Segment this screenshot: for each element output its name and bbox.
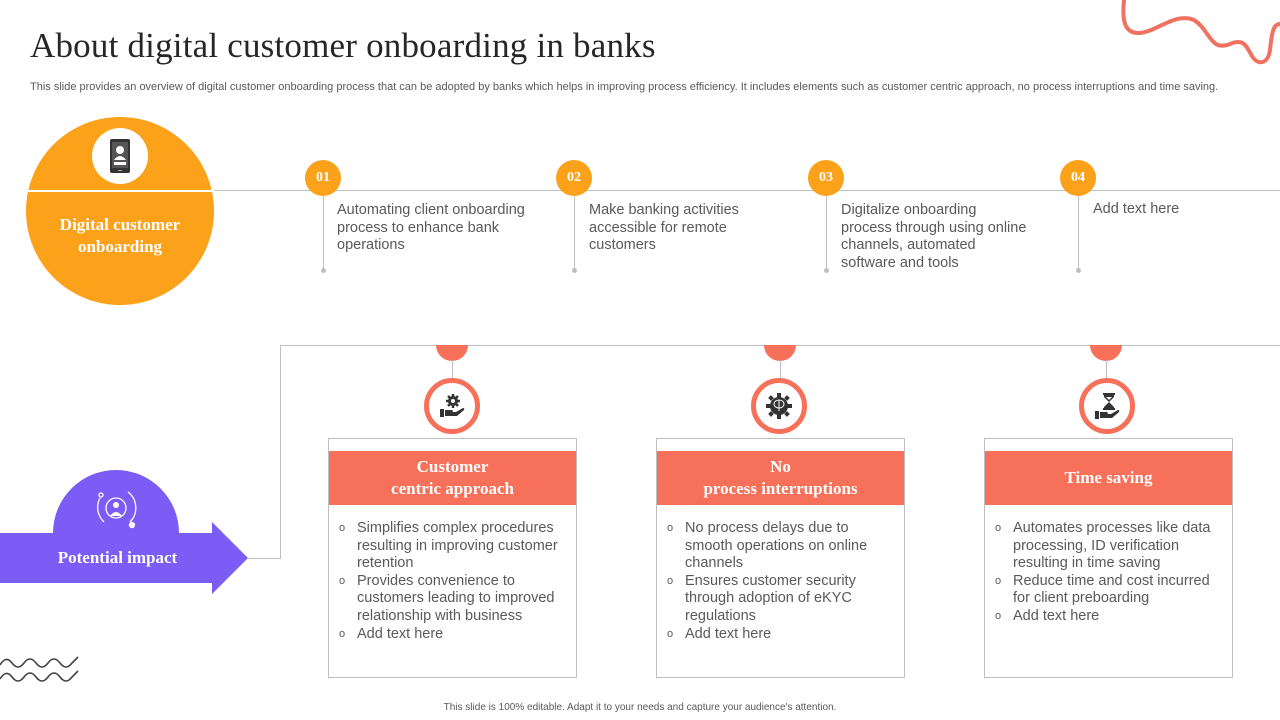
step-end-dot xyxy=(321,268,326,273)
card-header: Time saving xyxy=(985,451,1232,505)
step-end-dot xyxy=(572,268,577,273)
card-node-connector xyxy=(1106,360,1107,380)
card-icon-ring xyxy=(751,378,807,434)
card-bullet: Simplifies complex procedures resulting … xyxy=(339,520,571,573)
hand-gear-icon xyxy=(440,394,465,417)
step-connector xyxy=(323,196,324,270)
card-bullet: Provides convenience to customers leadin… xyxy=(339,573,571,626)
hub-label: Digital customer onboarding xyxy=(59,215,181,256)
timeline-line xyxy=(214,190,1280,191)
card-bullet: Automates processes like data processing… xyxy=(995,520,1227,573)
step-end-dot xyxy=(824,268,829,273)
card-bullet-list: Simplifies complex procedures resulting … xyxy=(339,520,571,643)
card-icon-ring xyxy=(1079,378,1135,434)
step-badge-02: 02 xyxy=(556,160,592,196)
card-bullet-list: Automates processes like data processing… xyxy=(995,520,1227,626)
decorative-wave-icon xyxy=(0,656,79,682)
hub-icon-holder xyxy=(92,128,148,184)
step-text-02: Make banking activities accessible for r… xyxy=(589,202,739,254)
card-bullet: Add text here xyxy=(339,626,571,644)
potential-impact-label: Potential impact xyxy=(57,548,178,567)
decorative-squiggle-icon xyxy=(1121,0,1280,65)
card-icon-ring xyxy=(424,378,480,434)
card-bullet: Ensures customer security through adopti… xyxy=(667,573,899,626)
step-connector xyxy=(1078,196,1079,270)
card-no-interruptions: No process interruptions No process delay… xyxy=(656,438,905,678)
step-badge-01: 01 xyxy=(305,160,341,196)
person-cycle-icon xyxy=(97,491,137,529)
card-time-saving: Time saving Automates processes like dat… xyxy=(984,438,1233,678)
card-node-dot xyxy=(1090,345,1122,361)
card-bullet-list: No process delays due to smooth operatio… xyxy=(667,520,899,643)
step-connector xyxy=(574,196,575,270)
step-text-03: Digitalize onboarding process through us… xyxy=(841,202,1027,272)
card-header: Customer centric approach xyxy=(329,451,576,505)
card-node-connector xyxy=(452,360,453,380)
impact-connector xyxy=(248,558,280,559)
card-title-line1: Customer xyxy=(416,457,489,476)
card-title-line1: No xyxy=(770,457,791,476)
slide-title: About digital customer onboarding in ban… xyxy=(30,26,656,65)
step-text-01: Automating client onboarding process to … xyxy=(337,202,525,254)
card-title-line2: centric approach xyxy=(391,479,514,498)
card-bullet: Add text here xyxy=(667,626,899,644)
impact-connector-vertical xyxy=(280,345,281,559)
step-text-04: Add text here xyxy=(1093,201,1180,217)
card-bullet: Add text here xyxy=(995,608,1227,626)
card-title-line2: process interruptions xyxy=(703,479,858,498)
card-node-dot xyxy=(436,345,468,361)
slide-subtitle: This slide provides an overview of digit… xyxy=(30,81,1219,93)
card-bullet: Reduce time and cost incurred for client… xyxy=(995,573,1227,608)
hub-divider xyxy=(26,190,214,192)
card-header: No process interruptions xyxy=(657,451,904,505)
potential-impact-arrow xyxy=(0,470,248,594)
card-node-dot xyxy=(764,345,796,361)
brain-gear-icon xyxy=(766,393,792,419)
step-badge-04: 04 xyxy=(1060,160,1096,196)
step-badge-03: 03 xyxy=(808,160,844,196)
step-end-dot xyxy=(1076,268,1081,273)
card-customer-centric: Customer centric approach Simplifies comp… xyxy=(328,438,577,678)
card-title-line1: Time saving xyxy=(1064,468,1153,487)
mobile-user-login-icon xyxy=(110,139,130,173)
hand-hourglass-icon xyxy=(1095,393,1120,419)
card-bullet: No process delays due to smooth operatio… xyxy=(667,520,899,573)
slide-footer: This slide is 100% editable. Adapt it to… xyxy=(443,702,837,713)
card-node-connector xyxy=(780,360,781,380)
step-connector xyxy=(826,196,827,270)
